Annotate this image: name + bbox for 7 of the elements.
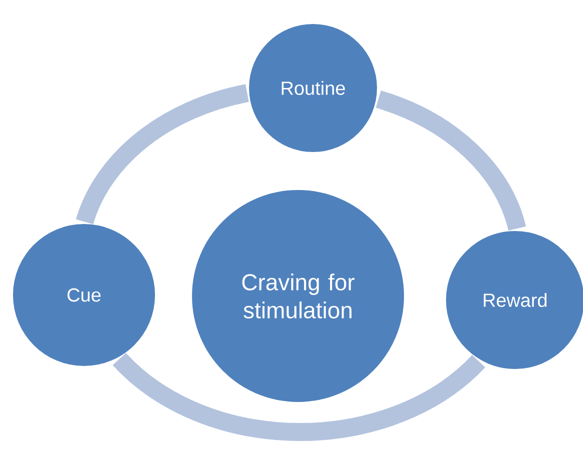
circle-node: Routine (247, 22, 379, 154)
ring-arc (376, 90, 526, 232)
ring-arc (112, 352, 485, 441)
circle-node: Cue (11, 222, 157, 368)
circle-node: Reward (444, 229, 583, 371)
ring-arc (76, 84, 250, 225)
circle-node: Craving for stimulation (190, 188, 406, 404)
